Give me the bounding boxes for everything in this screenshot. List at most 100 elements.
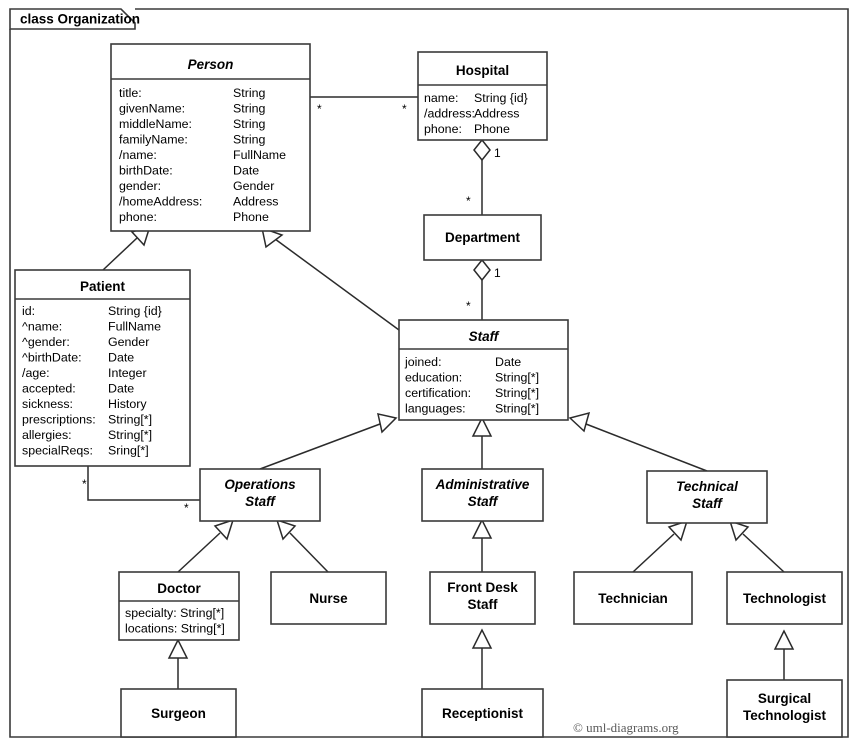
mult-patient-operations-patient-end: * (82, 477, 87, 491)
class-person-box (110, 43, 311, 232)
class-doctor-box (118, 571, 240, 641)
mult-hospital-department-hospital-end: 1 (494, 146, 501, 160)
class-technical-staff[interactable]: Technical Staff (646, 470, 768, 524)
class-person-attr-label-7: /homeAddress: (119, 195, 202, 209)
class-surgical-technologist-name-line2: Technologist (743, 708, 827, 723)
class-hospital-attr-type-0: String {id} (474, 91, 528, 105)
class-patient-attr-label-2: ^gender: (22, 335, 70, 349)
class-person-attr-label-2: middleName: (119, 117, 192, 131)
assoc-patient-operations (87, 466, 200, 501)
diagram-frame: class Organization (9, 8, 849, 738)
class-operations-staff[interactable]: Operations Staff (199, 468, 321, 522)
class-patient-attr-type-8: String[*] (108, 428, 152, 442)
class-staff-attr-type-1: String[*] (495, 371, 539, 385)
class-doctor-attr-0: specialty: String[*] (125, 606, 224, 620)
class-person-name: Person (188, 57, 234, 72)
class-technologist[interactable]: Technologist (726, 571, 843, 625)
class-person-attr-type-4: FullName (233, 148, 286, 162)
class-front-desk-staff[interactable]: Front Desk Staff (429, 571, 536, 625)
class-staff-box (398, 319, 569, 421)
copyright-label: © uml-diagrams.org (573, 720, 679, 735)
class-staff-attr-type-2: String[*] (495, 386, 539, 400)
class-administrative-staff-name-line2: Staff (468, 494, 499, 509)
gen-arrow-administrative-staff (471, 416, 493, 437)
class-patient-attr-label-7: prescriptions: (22, 413, 96, 427)
gen-line-staff-person (274, 238, 400, 331)
class-technical-staff-name-line1: Technical (676, 479, 738, 494)
aggregation-diamond-hospital (473, 138, 491, 162)
gen-line-nurse-operations (289, 532, 329, 573)
class-nurse-box (270, 571, 387, 625)
class-nurse[interactable]: Nurse (270, 571, 387, 625)
class-patient-attr-label-0: id: (22, 304, 35, 318)
gen-arrow-nurse-operations (275, 518, 297, 541)
class-patient-attr-label-4: /age: (22, 366, 50, 380)
class-patient-attr-type-7: String[*] (108, 413, 152, 427)
class-patient-attr-type-3: Date (108, 351, 134, 365)
class-patient-attr-label-5: accepted: (22, 382, 76, 396)
class-surgeon-name: Surgeon (151, 706, 206, 721)
class-person-attr-label-1: givenName: (119, 102, 185, 116)
frame-title-label: class Organization (20, 12, 140, 27)
class-person-attr-label-6: gender: (119, 179, 161, 193)
class-patient-attr-type-6: History (108, 397, 147, 411)
gen-arrow-surgeon-doctor (167, 638, 189, 659)
mult-hospital-department-department-end: * (466, 194, 471, 208)
gen-arrow-doctor-operations (213, 518, 235, 541)
class-person-attr-type-5: Date (233, 164, 259, 178)
class-technician[interactable]: Technician (573, 571, 693, 625)
mult-patient-operations-operations-end: * (184, 501, 189, 515)
class-front-desk-staff-box (429, 571, 536, 625)
mult-person-hospital-hospital-end: * (402, 102, 407, 116)
class-person-attr-label-0: title: (119, 86, 142, 100)
class-hospital[interactable]: Hospital name: String {id} /address: Add… (417, 51, 548, 141)
class-hospital-attr-label-1: /address: (424, 107, 475, 121)
gen-line-operations-staff (259, 423, 381, 470)
aggregation-diamond-department (473, 258, 491, 282)
class-doctor-attr-1: locations: String[*] (125, 622, 225, 636)
class-patient-attr-type-1: FullName (108, 320, 161, 334)
class-surgeon-box (120, 688, 237, 738)
class-technician-name: Technician (598, 591, 668, 606)
class-staff[interactable]: Staff joined: Date education: String[*] … (398, 319, 569, 421)
gen-line-technician-technical (632, 533, 675, 573)
class-patient-attr-type-2: Gender (108, 335, 149, 349)
gen-arrow-technician-technical (667, 519, 689, 542)
class-technologist-box (726, 571, 843, 625)
class-patient-attr-type-0: String {id} (108, 304, 162, 318)
class-front-desk-staff-name-line1: Front Desk (447, 580, 518, 595)
gen-arrow-technical-staff (568, 411, 591, 433)
class-hospital-attr-label-0: name: (424, 91, 458, 105)
class-person-attr-type-0: String (233, 86, 265, 100)
class-surgical-technologist-box (726, 679, 843, 738)
class-department[interactable]: Department (423, 214, 542, 261)
class-technical-staff-name-line2: Staff (692, 496, 723, 511)
class-person[interactable]: Person title: String givenName: String m… (110, 43, 311, 232)
class-operations-staff-name-line2: Staff (245, 494, 276, 509)
class-patient-name: Patient (80, 279, 126, 294)
connectors (87, 96, 795, 689)
class-patient-attr-label-3: ^birthDate: (22, 351, 82, 365)
mult-person-hospital-person-end: * (317, 102, 322, 116)
class-patient-attr-label-1: ^name: (22, 320, 62, 334)
gen-arrow-technologist-technical (728, 519, 750, 542)
class-front-desk-staff-name-line2: Staff (468, 597, 499, 612)
gen-arrow-frontdesk-administrative (471, 518, 493, 539)
class-staff-attr-type-0: Date (495, 355, 521, 369)
class-doctor-name: Doctor (157, 581, 201, 596)
class-surgical-technologist[interactable]: Surgical Technologist (726, 679, 843, 738)
gen-line-patient-person (102, 237, 138, 271)
class-surgeon[interactable]: Surgeon (120, 688, 237, 738)
gen-line-doctor-operations (177, 532, 221, 573)
class-receptionist[interactable]: Receptionist (421, 688, 544, 738)
class-hospital-name: Hospital (456, 63, 509, 78)
class-technician-box (573, 571, 693, 625)
class-doctor[interactable]: Doctor specialty: String[*] locations: S… (118, 571, 240, 641)
class-patient[interactable]: Patient id: String {id} ^name: FullName … (14, 269, 191, 467)
class-administrative-staff[interactable]: Administrative Staff (421, 468, 544, 522)
class-staff-attr-label-2: certification: (405, 386, 471, 400)
class-patient-box (14, 269, 191, 467)
class-hospital-box (417, 51, 548, 141)
class-staff-attr-label-1: education: (405, 371, 462, 385)
